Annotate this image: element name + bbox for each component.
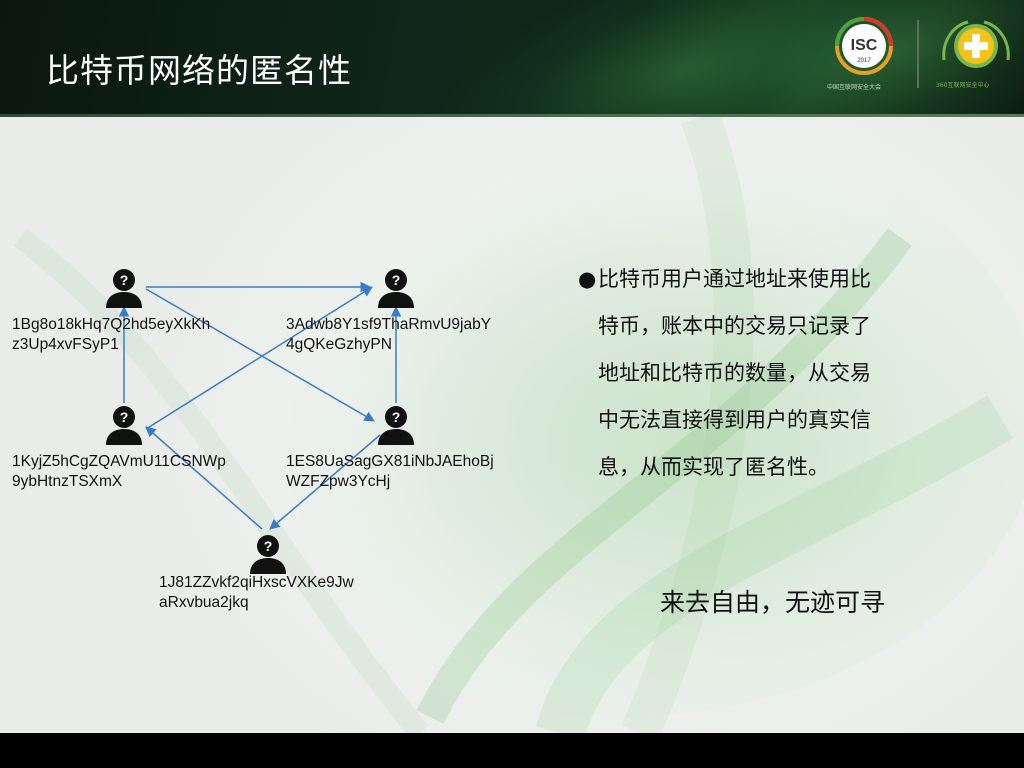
- description-line: 地址和比特币的数量，从交易: [578, 350, 958, 397]
- svg-text:?: ?: [264, 538, 273, 554]
- address-line: 4gQKeGzhyPN: [286, 335, 491, 355]
- description-line: 特币，账本中的交易只记录了: [578, 303, 958, 350]
- address-label-n5: 1J81ZZvkf2qiHxscVXKe9Jw aRxvbua2jkq: [159, 573, 354, 613]
- anonymous-user-icon: ?: [374, 402, 418, 446]
- address-label-n4: 1ES8UaSagGX81iNbJAEhoBj WZFZpw3YcHj: [286, 452, 494, 492]
- address-label-n2: 3Adwb8Y1sf9ThaRmvU9jabY 4gQKeGzhyPN: [286, 315, 491, 355]
- isc-logo-year: 2017: [857, 58, 871, 64]
- logo-divider: [917, 20, 919, 88]
- slide-title: 比特币网络的匿名性: [46, 44, 352, 92]
- address-line: WZFZpw3YcHj: [286, 472, 494, 492]
- anonymous-user-icon: ?: [102, 265, 146, 309]
- security-center-subtitle: 360互联网安全中心: [936, 80, 989, 89]
- arrow-n1-to-n4: [146, 289, 374, 421]
- address-line: 1ES8UaSagGX81iNbJAEhoBj: [286, 452, 494, 472]
- bullet-marker: ●: [578, 256, 596, 303]
- svg-text:?: ?: [392, 272, 401, 288]
- anonymous-user-icon: ?: [102, 402, 146, 446]
- description-line: 息，从而实现了匿名性。: [578, 444, 958, 491]
- address-line: 1KyjZ5hCgZQAVmU11CSNWp: [12, 452, 226, 472]
- anonymity-description: ● 比特币用户通过地址来使用比 特币，账本中的交易只记录了 地址和比特币的数量，…: [578, 256, 958, 491]
- anonymous-user-icon: ?: [246, 531, 290, 575]
- anonymous-user-icon: ?: [374, 265, 418, 309]
- address-line: aRxvbua2jkq: [159, 593, 354, 613]
- isc-logo-text: ISC: [851, 37, 878, 54]
- svg-text:?: ?: [120, 409, 129, 425]
- address-line: z3Up4xvFSyP1: [12, 335, 210, 355]
- address-label-n1: 1Bg8o18kHq7Q2hd5eyXkKh z3Up4xvFSyP1: [12, 315, 210, 355]
- description-line: 比特币用户通过地址来使用比: [578, 256, 958, 303]
- address-label-n3: 1KyjZ5hCgZQAVmU11CSNWp 9ybHtnzTSXmX: [12, 452, 226, 492]
- slogan: 来去自由，无迹可寻: [660, 583, 885, 619]
- svg-text:?: ?: [392, 409, 401, 425]
- footer-bar: [0, 733, 1024, 768]
- address-line: 1J81ZZvkf2qiHxscVXKe9Jw: [159, 573, 354, 593]
- description-line: 中无法直接得到用户的真实信: [578, 397, 958, 444]
- isc-logo-subtitle: 中国互联网安全大会: [827, 82, 881, 91]
- svg-text:?: ?: [120, 272, 129, 288]
- address-line: 3Adwb8Y1sf9ThaRmvU9jabY: [286, 315, 491, 335]
- address-line: 9ybHtnzTSXmX: [12, 472, 226, 492]
- address-line: 1Bg8o18kHq7Q2hd5eyXkKh: [12, 315, 210, 335]
